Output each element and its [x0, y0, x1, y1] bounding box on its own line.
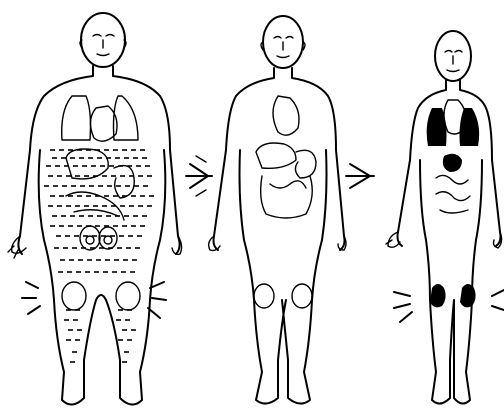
left-liver — [66, 149, 108, 179]
right-intestines — [436, 175, 470, 213]
right-head — [435, 31, 471, 81]
left-head — [80, 13, 126, 67]
left-stomach — [114, 166, 134, 198]
left-knee-marks — [22, 282, 166, 318]
right-stomach — [443, 154, 462, 172]
middle-colon — [261, 176, 313, 218]
right-body-outline — [398, 80, 501, 404]
transition-arrow-2 — [346, 164, 374, 188]
right-knee-marks — [394, 284, 504, 322]
left-lungs — [62, 96, 138, 140]
left-hand-left — [8, 236, 26, 258]
middle-stomach — [295, 150, 316, 178]
middle-head — [261, 16, 305, 68]
left-fluid-hatching — [44, 150, 154, 362]
middle-heart — [273, 96, 299, 135]
left-kidneys — [80, 226, 117, 250]
middle-body-outline — [214, 68, 345, 404]
transition-arrow-1 — [186, 156, 212, 196]
right-lungs — [427, 108, 479, 146]
figure-right — [386, 31, 504, 404]
middle-liver — [256, 143, 296, 168]
figure-middle — [209, 16, 346, 404]
figure-left — [8, 13, 182, 405]
